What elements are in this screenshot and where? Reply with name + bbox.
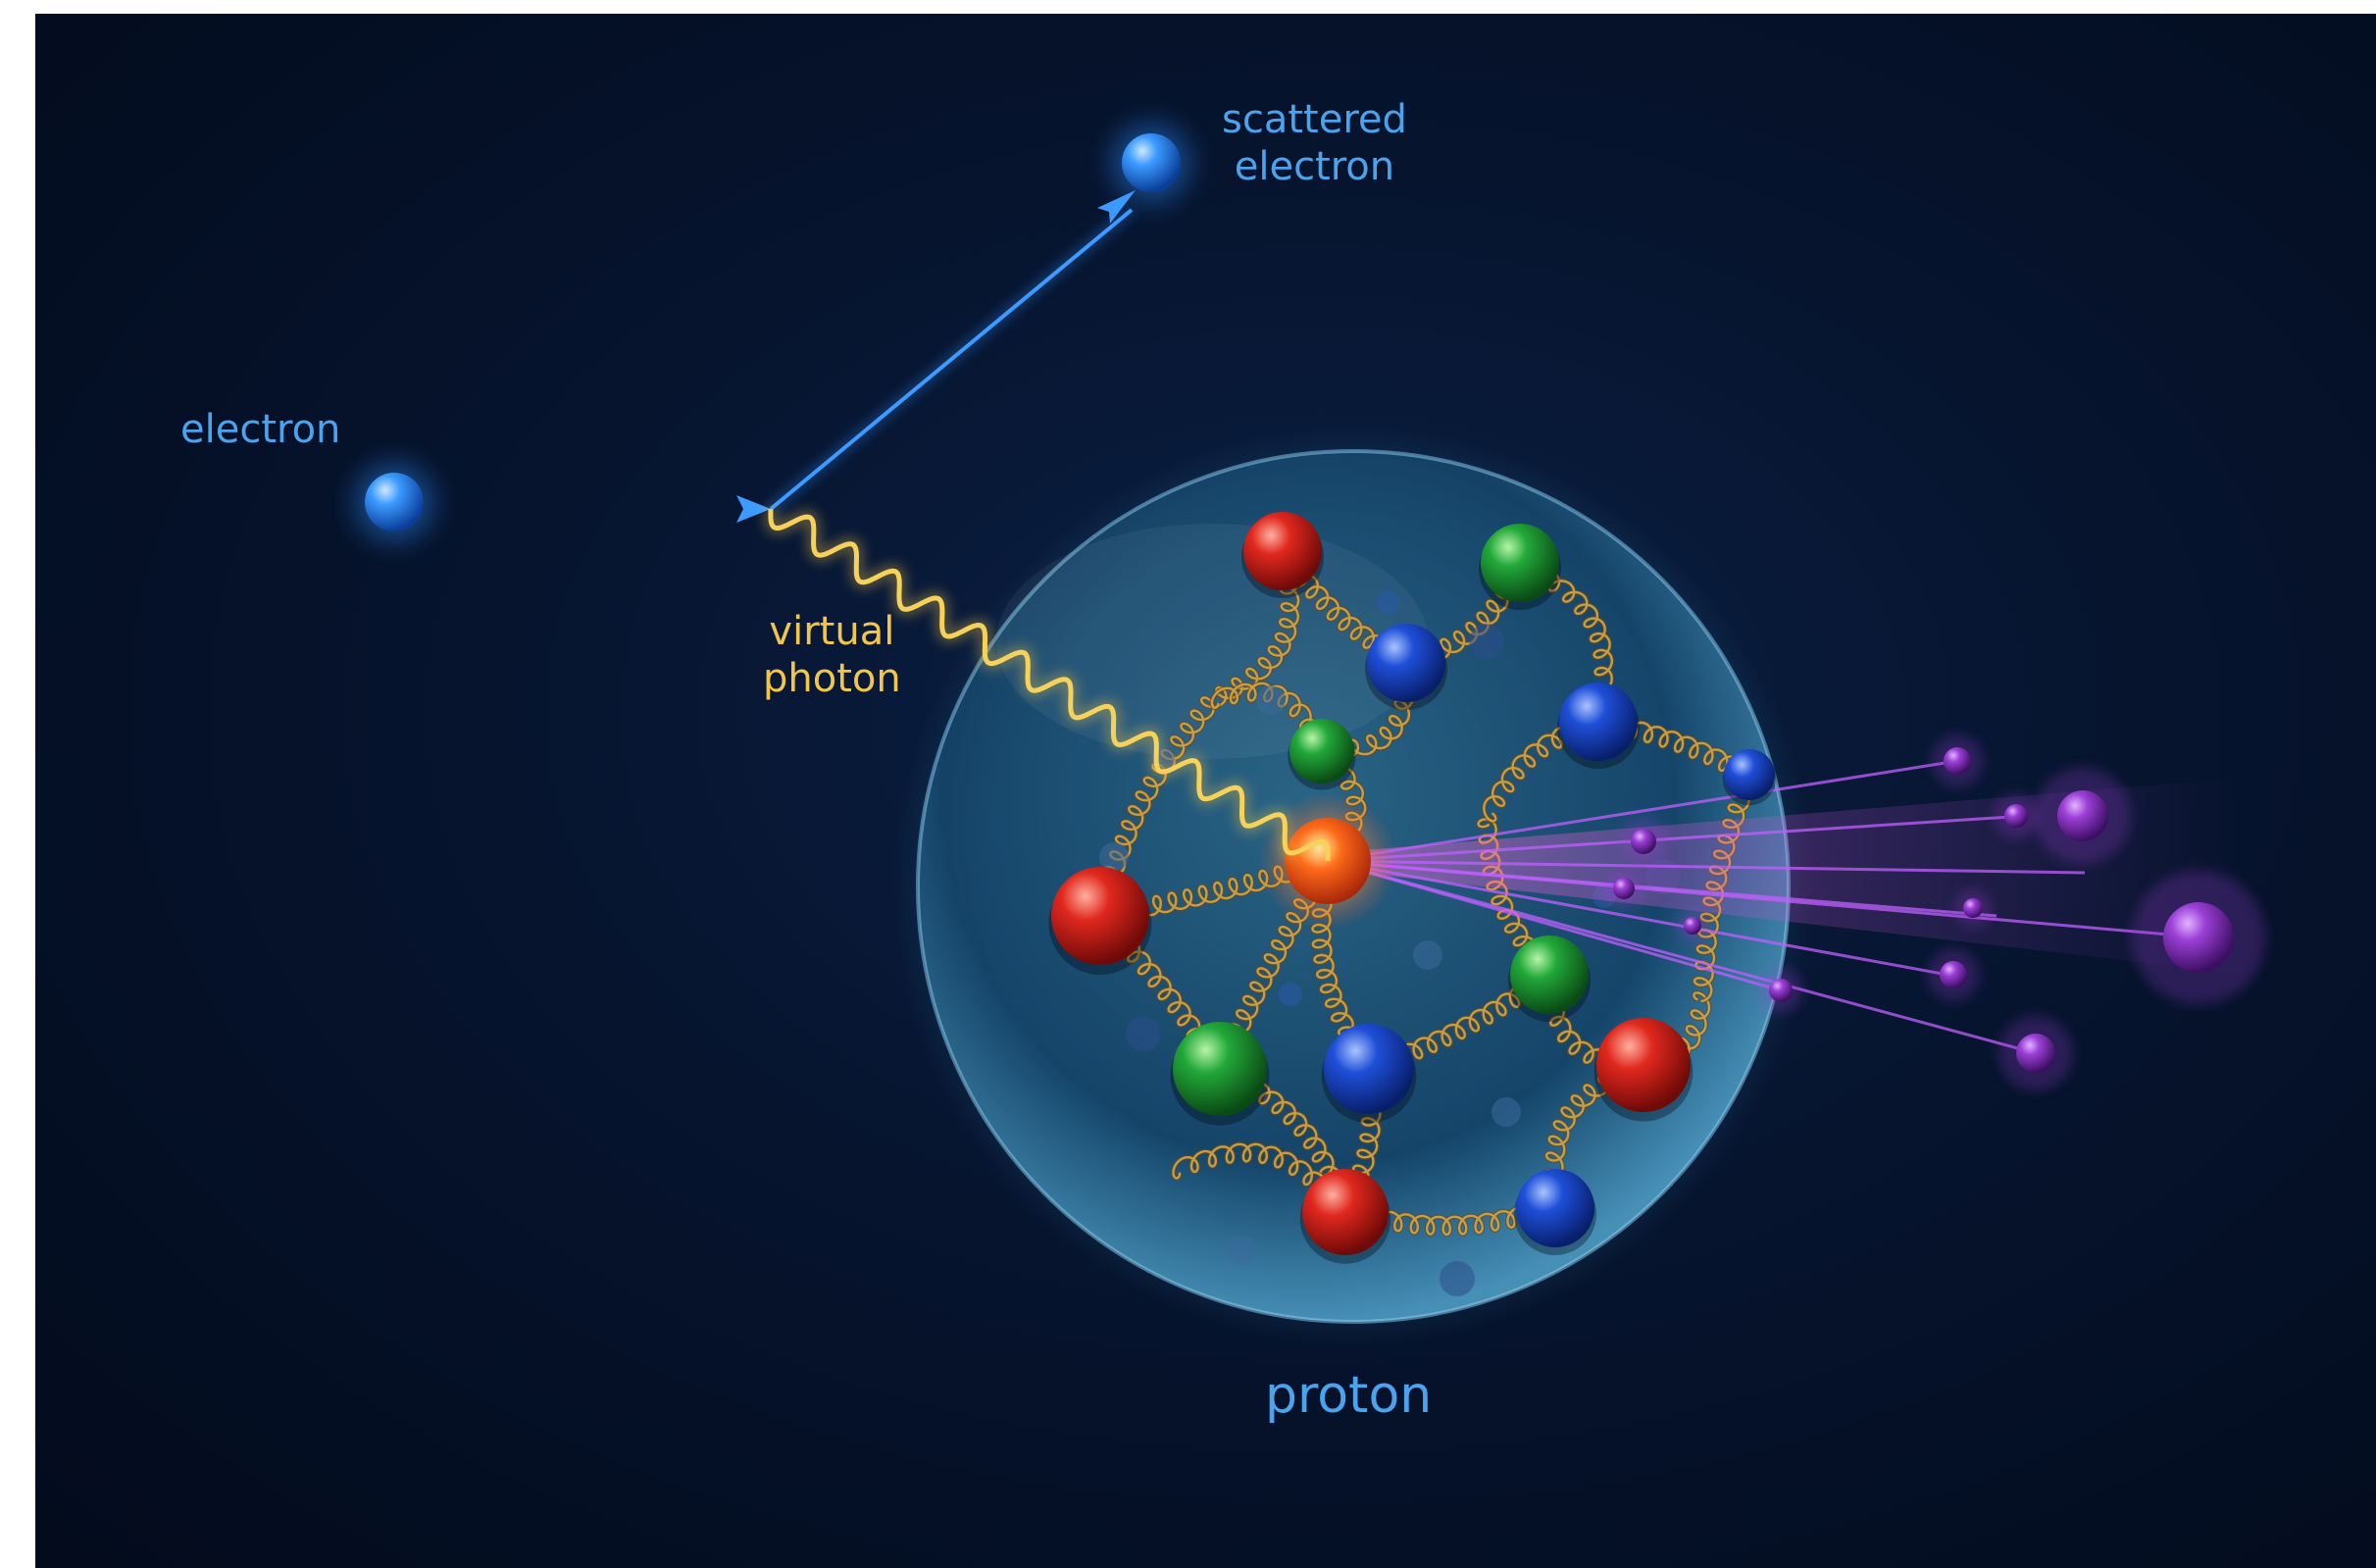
scattered-label-line2: electron [1234,144,1395,189]
sea-quark-icon [1491,1097,1521,1127]
sea-quark-icon [1279,983,1302,1006]
virtual-photon-label: virtual photon [763,608,901,702]
jet-track-line [1327,859,1782,992]
electron-label: electron [180,407,341,452]
jet-track-line [1327,759,1958,863]
hadron-sphere-icon [1631,829,1656,854]
jet-track-line [1327,859,1997,918]
green-quark-icon [1481,524,1559,602]
blue-quark-icon [1516,1169,1594,1247]
hadron-sphere-icon [2163,902,2234,973]
green-quark-icon [1173,1022,1267,1116]
sea-quark-icon [1099,842,1129,872]
hadron-group [1603,734,2266,1090]
photon-label-line1: virtual [769,609,895,654]
sea-quark-icon [1126,1016,1161,1051]
sea-quark-icon [1377,590,1400,614]
hadron-sphere-icon [1963,898,1983,918]
green-quark-icon [1510,936,1589,1014]
sea-quark-icon [1469,624,1504,659]
sea-quark-icon [1227,1235,1256,1264]
hadron-sphere-icon [1940,961,1967,988]
scattered-electron-label: scattered electron [1222,96,1407,190]
hadron-sphere-icon [1684,917,1701,935]
sea-quark-icon [1256,685,1286,715]
red-quark-icon [1302,1169,1389,1255]
blue-quark-icon [1724,749,1775,800]
proton-label: proton [1265,1366,1433,1425]
blue-quark-icon [1559,683,1638,761]
red-quark-icon [1051,867,1149,965]
jet-track-line [1327,859,1948,977]
electron-sphere-icon [355,463,433,541]
diagram-canvas: electron scattered electron virtual phot… [35,14,2376,1568]
scattered-label-line1: scattered [1222,97,1407,142]
arrow-up-right-icon [1097,190,1136,224]
sea-quark-icon [1413,940,1442,970]
blue-quark-icon [1324,1024,1414,1114]
jet-track-line [1327,814,2027,863]
red-quark-icon [1243,512,1322,590]
hadron-sphere-icon [2057,790,2108,841]
incoming-electron-track [124,495,771,523]
gluon-coil-highlight [1210,682,1331,755]
arrow-right-icon [736,495,771,523]
jet-track-line [1327,859,2037,1055]
jet-track-line [1327,859,2086,875]
scattered-electron-sphere-icon [1112,124,1190,202]
hadron-sphere-icon [1613,878,1635,899]
deep-inelastic-scattering-diagram [124,124,2266,1347]
red-quark-icon [1596,1018,1691,1112]
hadron-sphere-icon [1769,979,1793,1002]
scattered-electron-track [767,190,1136,513]
hadron-sphere-icon [2004,804,2028,828]
hadron-sphere-icon [1944,747,1971,775]
blue-quark-icon [1367,624,1445,702]
sea-quark-icon [1440,1261,1475,1296]
green-quark-icon [1289,719,1354,784]
photon-label-line2: photon [763,656,901,701]
gluon-coil-highlight [1208,549,1300,709]
hadron-sphere-icon [2016,1034,2055,1073]
photon-wave-icon [763,508,1336,862]
quark-group [1048,512,1777,1264]
